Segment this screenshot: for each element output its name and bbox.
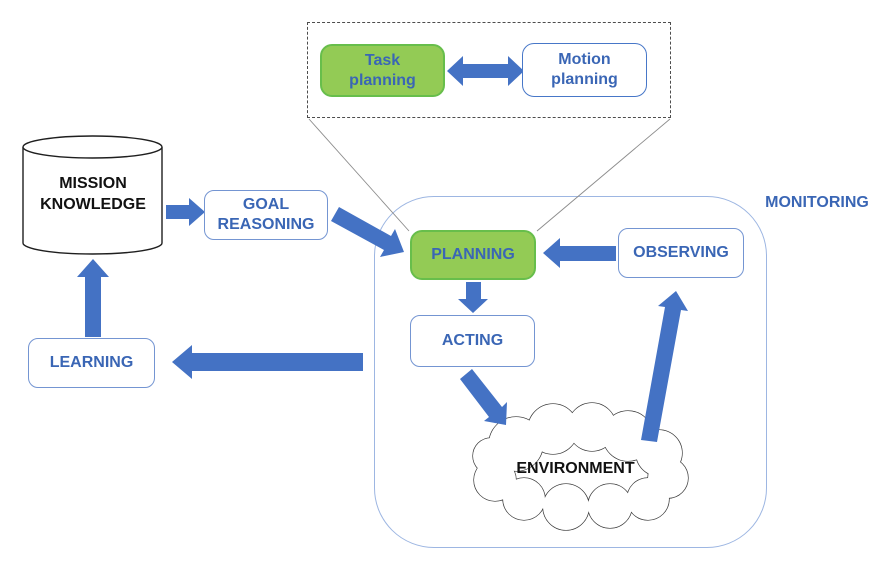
task-planning-label: Task planning bbox=[349, 51, 416, 89]
node-acting: ACTING bbox=[410, 315, 535, 367]
motion-planning-label: Motion planning bbox=[551, 51, 618, 88]
planning-detail-callout-box bbox=[307, 22, 671, 118]
monitoring-container-box bbox=[374, 196, 767, 548]
callout-line-left bbox=[308, 118, 410, 232]
arrow-acting-to-environment bbox=[460, 369, 507, 425]
acting-label: ACTING bbox=[441, 332, 504, 349]
arrow-task-motion-bidirectional bbox=[447, 56, 524, 86]
arrow-planning-to-acting bbox=[458, 282, 488, 313]
goal-reasoning-label: GOAL REASONING bbox=[217, 196, 315, 233]
node-planning: PLANNING bbox=[410, 230, 536, 280]
node-observing: OBSERVING bbox=[618, 228, 744, 278]
node-task-planning: Task planning bbox=[320, 44, 445, 97]
mission-knowledge-label: MISSION KNOWLEDGE bbox=[40, 175, 146, 213]
node-goal-reasoning: GOAL REASONING bbox=[204, 190, 328, 240]
environment-cloud-fill bbox=[473, 403, 688, 530]
arrow-learning-to-mission bbox=[77, 259, 109, 337]
environment-label: ENVIRONMENT bbox=[516, 460, 635, 477]
node-motion-planning: Motion planning bbox=[522, 43, 647, 97]
arrow-environment-to-observing bbox=[641, 291, 688, 442]
arrow-mission-to-goal bbox=[166, 198, 205, 226]
planning-label: PLANNING bbox=[431, 246, 515, 263]
learning-label: LEARNING bbox=[49, 354, 134, 371]
arrow-monitoring-to-learning bbox=[172, 345, 363, 379]
arrow-goal-to-planning bbox=[331, 207, 404, 257]
monitoring-label: MONITORING bbox=[765, 194, 869, 211]
node-learning: LEARNING bbox=[28, 338, 155, 388]
observing-label: OBSERVING bbox=[633, 244, 729, 261]
mission-knowledge-cylinder bbox=[22, 135, 163, 255]
callout-line-right bbox=[536, 118, 671, 232]
arrow-observing-to-planning bbox=[543, 238, 616, 268]
